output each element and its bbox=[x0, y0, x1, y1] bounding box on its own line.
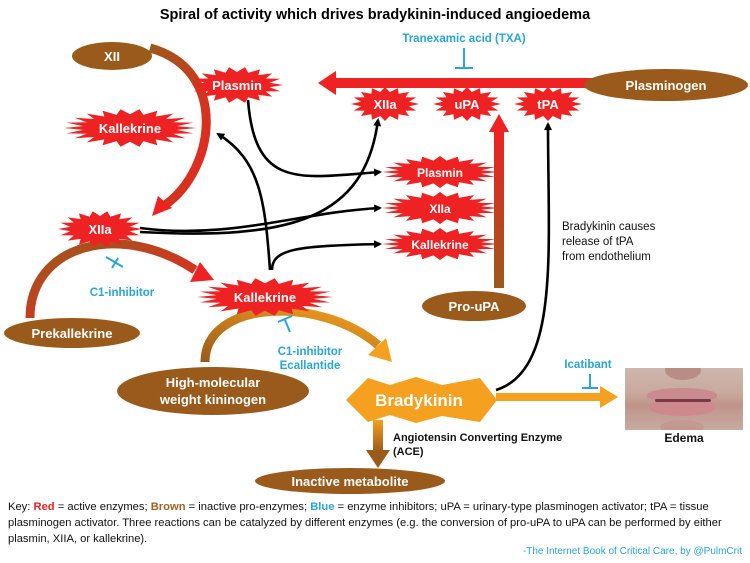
txa-label: Tranexamic acid (TXA) bbox=[402, 33, 526, 45]
c1-inhibitor-center-label: C1-inhibitor bbox=[278, 346, 343, 358]
svg-text:Prekallekrine: Prekallekrine bbox=[32, 326, 113, 341]
tpa-release-note-3: from endothelium bbox=[562, 251, 651, 263]
node-prekallekrine: Prekallekrine bbox=[4, 318, 140, 348]
legend-key: Key: Red = active enzymes; Brown = inact… bbox=[8, 499, 746, 547]
svg-text:Pro-uPA: Pro-uPA bbox=[448, 299, 500, 314]
node-upa: uPA bbox=[433, 87, 501, 121]
key-brown-text: = inactive pro-enzymes; bbox=[188, 501, 308, 513]
node-kallekrine-center: Kallekrine bbox=[197, 278, 333, 316]
icatibant-label: Icatibant bbox=[564, 359, 611, 371]
svg-text:XIIa: XIIa bbox=[88, 222, 112, 237]
catalysis-arrows bbox=[139, 99, 553, 392]
plasminogen-to-plasmin-arrow bbox=[318, 71, 602, 95]
prouPA-to-uPA-arrow bbox=[489, 114, 509, 288]
edema-photo bbox=[625, 368, 743, 430]
ace-note-1: Angiotensin Converting Enzyme bbox=[393, 432, 562, 444]
svg-text:tPA: tPA bbox=[537, 97, 559, 112]
svg-text:XII: XII bbox=[104, 49, 120, 64]
node-kallekrine-top: Kallekrine bbox=[64, 109, 196, 147]
tpa-release-note-2: release of tPA bbox=[562, 236, 634, 248]
node-plasmin-top: Plasmin bbox=[191, 67, 283, 103]
inhibitor-bars bbox=[105, 48, 598, 389]
node-hmwk: High-molecular weight kininogen bbox=[117, 367, 309, 415]
svg-text:Plasmin: Plasmin bbox=[417, 166, 463, 180]
node-plasmin-mid: Plasmin bbox=[382, 156, 498, 188]
svg-text:Plasmin: Plasmin bbox=[212, 78, 262, 93]
bradykinin-to-edema-arrow bbox=[496, 386, 618, 408]
diagram-title: Spiral of activity which drives bradykin… bbox=[160, 7, 591, 23]
svg-text:XIIa: XIIa bbox=[373, 97, 397, 112]
svg-text:Plasminogen: Plasminogen bbox=[626, 78, 707, 93]
svg-text:Bradykinin: Bradykinin bbox=[375, 391, 463, 410]
node-plasminogen: Plasminogen bbox=[584, 69, 748, 101]
node-xii: XII bbox=[72, 42, 152, 70]
node-xiia-top: XIIa bbox=[351, 87, 419, 121]
node-xiia-mid: XIIa bbox=[382, 192, 498, 224]
svg-text:XIIa: XIIa bbox=[429, 202, 451, 216]
svg-text:High-molecular: High-molecular bbox=[166, 375, 261, 390]
ace-note-2: (ACE) bbox=[393, 446, 424, 458]
prekallekrine-to-kallekrine-arrow bbox=[25, 239, 214, 319]
node-pro-upa: Pro-uPA bbox=[422, 291, 526, 321]
key-red-word: Red bbox=[33, 501, 55, 513]
key-blue-text: = enzyme inhibitors; uPA = urinary-type … bbox=[8, 501, 722, 545]
svg-text:Inactive metabolite: Inactive metabolite bbox=[291, 474, 408, 489]
svg-text:weight kininogen: weight kininogen bbox=[159, 392, 266, 407]
credit-line: -The Internet Book of Critical Care, by … bbox=[522, 546, 742, 557]
node-inactive-metabolite: Inactive metabolite bbox=[255, 468, 445, 494]
node-bradykinin: Bradykinin bbox=[346, 377, 497, 423]
xii-to-xiia-arrow bbox=[148, 43, 211, 216]
bradykinin-to-metabolite-arrow bbox=[366, 420, 390, 468]
key-prefix: Key: bbox=[8, 501, 31, 513]
ecallantide-label: Ecallantide bbox=[280, 360, 341, 372]
svg-text:Kallekrine: Kallekrine bbox=[411, 238, 469, 252]
key-red-text: = active enzymes; bbox=[57, 501, 148, 513]
node-kallekrine-mid: Kallekrine bbox=[382, 228, 498, 260]
svg-text:Kallekrine: Kallekrine bbox=[234, 290, 296, 305]
svg-text:uPA: uPA bbox=[454, 97, 480, 112]
node-tpa: tPA bbox=[514, 87, 582, 121]
c1-inhibitor-left-label: C1-inhibitor bbox=[90, 287, 155, 299]
key-brown-word: Brown bbox=[150, 501, 186, 513]
tpa-release-note-1: Bradykinin causes bbox=[562, 221, 656, 233]
edema-label: Edema bbox=[664, 431, 704, 445]
node-xiia-left: XIIa bbox=[58, 211, 142, 247]
key-blue-word: Blue bbox=[310, 501, 335, 513]
svg-text:Kallekrine: Kallekrine bbox=[99, 121, 161, 136]
